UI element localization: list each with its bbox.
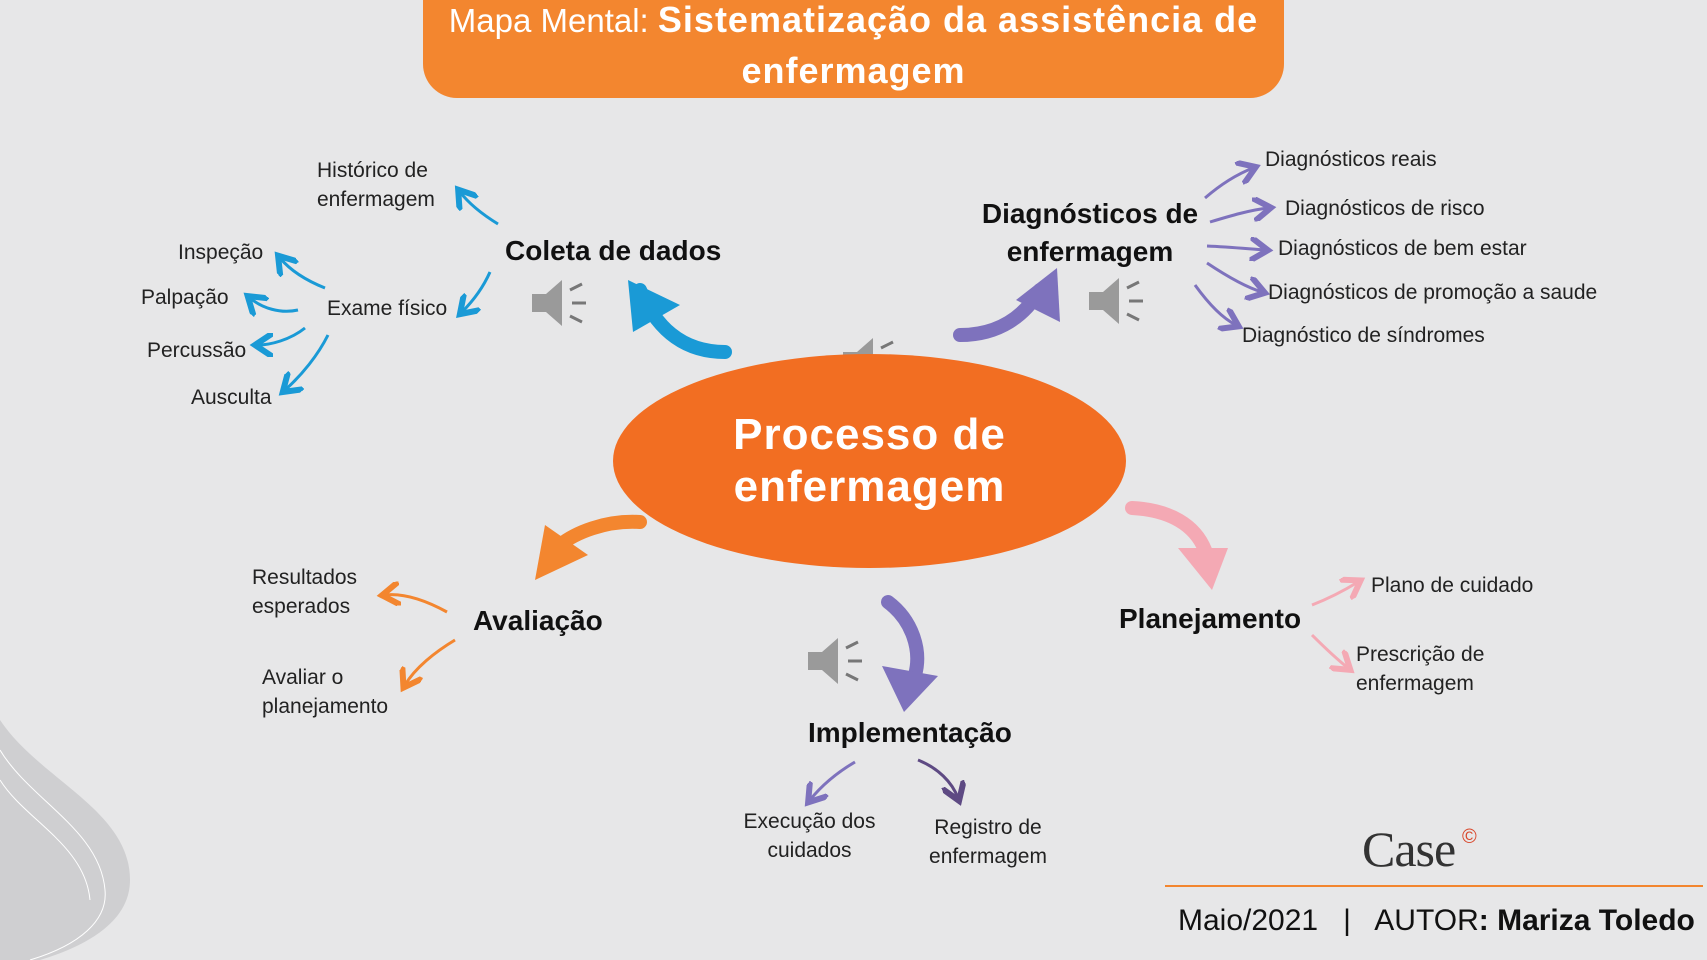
big-arrow-avaliacao <box>553 514 647 552</box>
central-node-label: Processo de enfermagem <box>733 410 1006 511</box>
footer-author-label: AUTOR <box>1374 904 1479 937</box>
title-banner: Mapa Mental: Sistematização da assistênc… <box>423 0 1284 98</box>
leaf-inspecao: Inspeção <box>178 241 264 264</box>
title-prefix: Mapa Mental: <box>448 2 658 39</box>
leaf-resultados-esperados: Resultados esperados <box>252 566 358 618</box>
leaf-plano-de-cuidado: Plano de cuidado <box>1371 574 1534 597</box>
leaf-percussao: Percussão <box>147 339 247 362</box>
speaker-icon[interactable] <box>528 272 590 334</box>
big-arrow-planejamento <box>1125 501 1212 557</box>
leaf-diagnosticos-reais: Diagnósticos reais <box>1265 148 1437 171</box>
branch-implementacao: Implementação <box>808 717 1012 748</box>
copyright-mark: © <box>1462 826 1477 848</box>
big-arrow-planejamento-head <box>1178 548 1228 590</box>
speaker-icon[interactable] <box>1085 270 1147 332</box>
branch-avaliacao: Avaliação <box>473 605 603 636</box>
leaf-registro: Registro de enfermagem <box>929 816 1047 868</box>
case-logo: Case <box>1362 821 1456 877</box>
leaf-avaliar-planejamento: Avaliar o planejamento <box>262 666 389 718</box>
leaf-prescricao: Prescrição de enfermagem <box>1356 643 1485 695</box>
branch-planejamento: Planejamento <box>1119 603 1302 634</box>
big-arrow-diagnosticos-head <box>1016 268 1060 322</box>
big-arrow-implementacao <box>881 595 925 682</box>
footer: Maio/2021 | AUTOR: Mariza Toledo <box>1178 904 1695 938</box>
leaf-diagnosticos-bem-estar: Diagnósticos de bem estar <box>1278 237 1527 260</box>
big-arrow-coleta-head <box>628 280 680 332</box>
speaker-icon[interactable] <box>804 630 866 692</box>
big-arrow-avaliacao-head <box>535 525 588 580</box>
footer-separator: | <box>1343 904 1351 937</box>
leaf-execucao-cuidados: Execução dos cuidados <box>743 810 876 862</box>
footer-date: Maio/2021 <box>1178 904 1319 937</box>
decorative-corner-shape <box>0 720 130 960</box>
leaf-historico: Histórico de enfermagem <box>317 159 435 211</box>
leaf-diagnosticos-risco: Diagnósticos de risco <box>1285 197 1485 220</box>
leaf-diagnostico-sindromes: Diagnóstico de síndromes <box>1242 324 1485 347</box>
leaf-palpacao: Palpação <box>141 286 229 309</box>
big-arrow-implementacao-head <box>882 666 938 712</box>
footer-author-name: : Mariza Toledo <box>1478 904 1695 937</box>
leaf-ausculta: Ausculta <box>191 386 272 409</box>
branch-diagnosticos: Diagnósticos de enfermagem <box>981 198 1199 267</box>
leaf-diagnosticos-promocao: Diagnósticos de promoção a saude <box>1268 281 1598 304</box>
branch-coleta-de-dados: Coleta de dados <box>505 235 722 266</box>
title-main: Sistematização da assistência de enferma… <box>657 0 1259 91</box>
footer-divider <box>1165 885 1703 887</box>
leaf-exame-fisico: Exame físico <box>327 297 448 320</box>
central-node: Processo de enfermagem <box>613 354 1126 568</box>
